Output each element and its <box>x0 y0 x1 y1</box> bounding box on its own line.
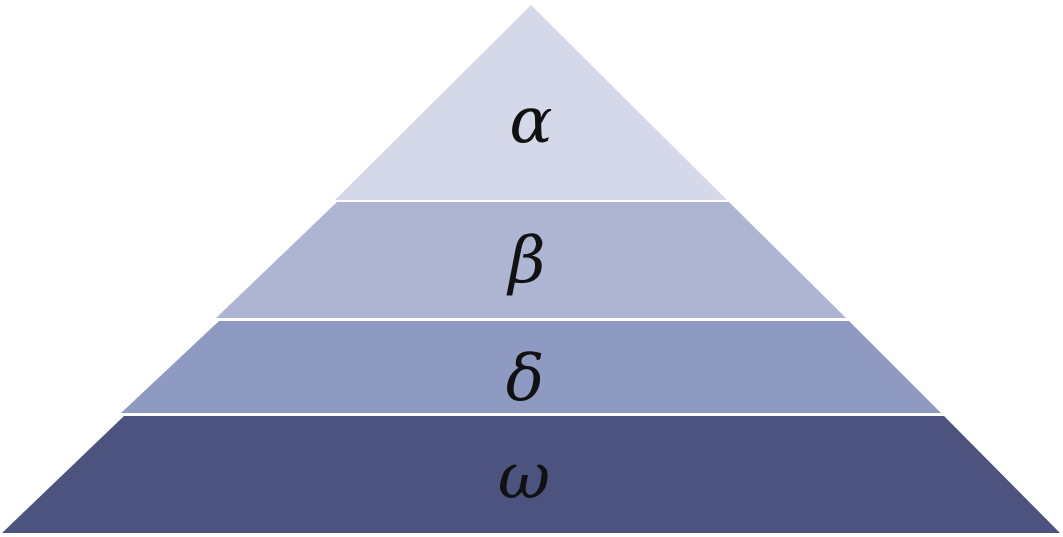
layer-label-alpha: α <box>509 84 552 158</box>
pyramid-layer-delta <box>121 321 941 413</box>
pyramid-layer-alpha <box>335 5 727 200</box>
pyramid-layer-omega <box>2 416 1060 533</box>
layer-label-delta: δ <box>506 342 545 416</box>
pyramid-layer-beta <box>216 202 846 318</box>
layer-label-omega: ω <box>498 440 550 514</box>
layer-label-beta: β <box>507 224 546 298</box>
